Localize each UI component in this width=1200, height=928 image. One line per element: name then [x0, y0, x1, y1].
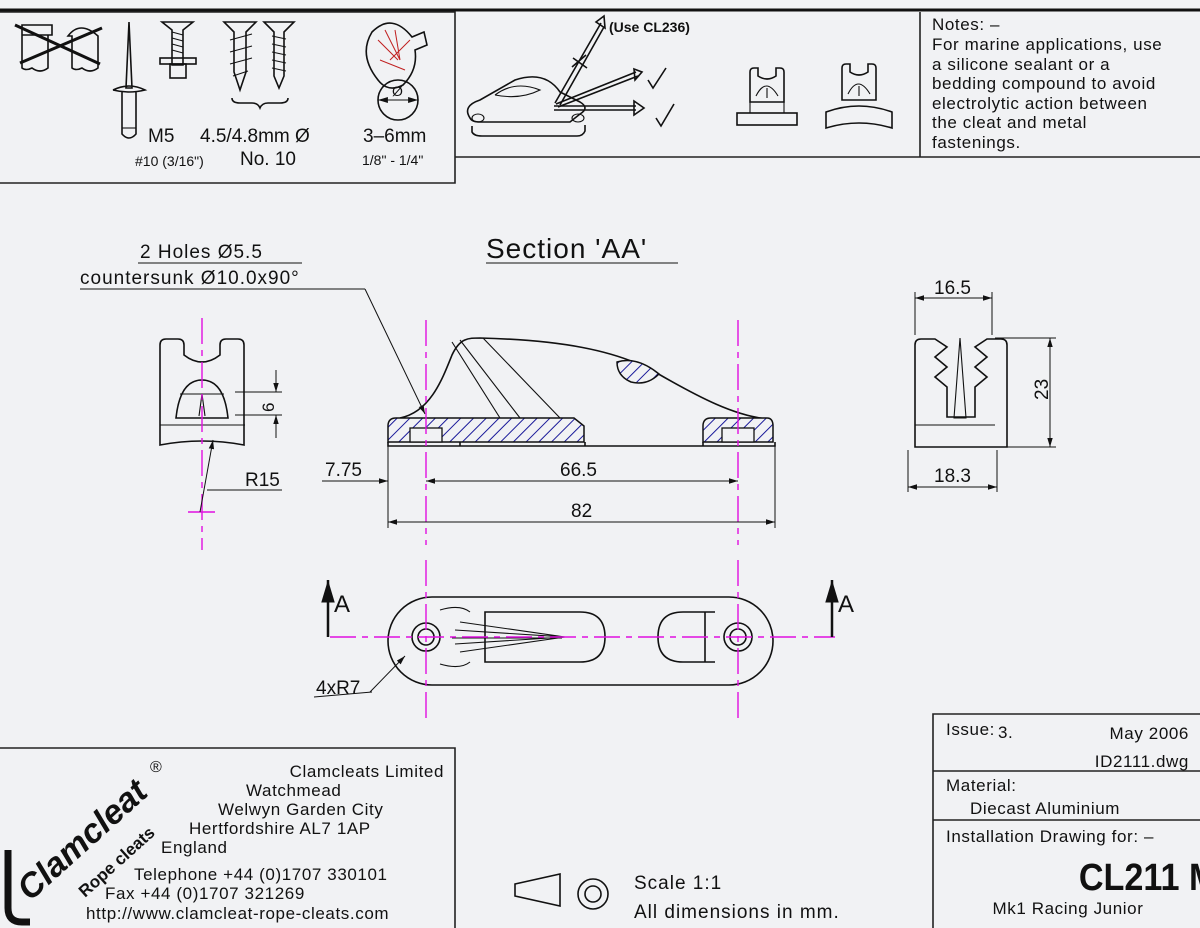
address-line: Welwyn Garden City [218, 800, 383, 819]
notes-heading: Notes: – [932, 15, 1000, 34]
load-direction-arrows-icon [554, 14, 675, 128]
projection-symbol-icon [514, 873, 561, 907]
countersunk-label: countersunk Ø10.0x90° [80, 268, 300, 289]
section-marker-right: A [838, 591, 854, 618]
section-view: 7.75 66.5 82 [322, 320, 776, 545]
screw-size: 4.5/4.8mm Ø [200, 126, 310, 147]
material-label: Material: [946, 776, 1017, 795]
rivet-icon [112, 21, 148, 139]
issue-value: 3. [998, 723, 1013, 742]
material-value: Diecast Aluminium [970, 799, 1120, 818]
dim-height: 23 [1032, 379, 1053, 400]
dim-left-offset: 7.75 [325, 460, 362, 481]
rope-diameter-icon: Ø [365, 22, 428, 121]
section-marker-left: A [334, 591, 350, 618]
holes-leader [364, 288, 426, 415]
address-line: England [161, 838, 228, 857]
end-view-right: 16.5 23 18.3 [907, 278, 1056, 492]
wood-screws-icon [222, 21, 296, 111]
notes-panel: Notes: – For marine applications, use a … [932, 15, 1162, 152]
dim-corner-radius: 4xR7 [316, 678, 360, 699]
holes-label: 2 Holes Ø5.5 [140, 242, 263, 263]
rope-size: 3–6mm [363, 126, 426, 147]
dim-top-width: 16.5 [934, 278, 971, 299]
title-block: Issue: 3. May 2006 ID2111.dwg Material: … [932, 713, 1200, 928]
notes-line: the cleat and metal [932, 113, 1087, 132]
product-code: CL211 Mk1 [1079, 855, 1200, 898]
fax: Fax +44 (0)1707 321269 [105, 884, 305, 903]
rope-diameter-symbol: Ø [392, 83, 403, 99]
drawing-for-label: Installation Drawing for: – [946, 827, 1154, 846]
rope-imperial-size: 1/8" - 1/4" [362, 152, 423, 168]
section-title: Section 'AA' [486, 233, 647, 264]
scale-block: Scale 1:1 All dimensions in mm. [514, 873, 840, 923]
dim-overall-length: 82 [571, 501, 592, 522]
dim-feature-height: 6 [259, 402, 278, 412]
scale-label: Scale 1:1 [634, 873, 722, 894]
dim-base-width: 18.3 [934, 466, 971, 487]
rivet-imperial-size: #10 (3/16") [135, 153, 204, 169]
notes-line: bedding compound to avoid [932, 74, 1156, 93]
cleat-perspective-icon [466, 76, 586, 137]
notes-line: For marine applications, use [932, 35, 1162, 54]
drawing-filename: ID2111.dwg [1095, 752, 1189, 771]
telephone: Telephone +44 (0)1707 330101 [134, 865, 388, 884]
product-name: Mk1 Racing Junior [993, 899, 1144, 918]
company-name: Clamcleats Limited [290, 762, 444, 781]
crossed-out-screws-icon [14, 23, 103, 72]
cleat-curved-mount-icon [825, 63, 893, 130]
screw-number: No. 10 [240, 149, 296, 170]
use-cl236-label: (Use CL236) [609, 19, 690, 35]
notes-line: a silicone sealant or a [932, 55, 1110, 74]
issue-label: Issue: [946, 720, 995, 739]
address-line: Hertfordshire AL7 1AP [189, 819, 371, 838]
notes-line: electrolytic action between [932, 94, 1148, 113]
dim-radius: R15 [245, 470, 280, 491]
plan-view: A A 4xR7 [313, 560, 854, 720]
website-link[interactable]: http://www.clamcleat-rope-cleats.com [86, 904, 389, 923]
usage-panel: (Use CL236) [455, 12, 1200, 158]
units-label: All dimensions in mm. [634, 902, 840, 923]
issue-date: May 2006 [1110, 724, 1189, 743]
address-line: Watchmead [246, 781, 341, 800]
end-view-left: 6 R15 [159, 318, 282, 550]
cleat-flat-mount-icon [736, 67, 798, 126]
company-block: Clamcleat Rope cleats ® Clamcleats Limit… [0, 747, 456, 928]
notes-line: fastenings. [932, 133, 1021, 152]
fasteners-panel: Ø M5 #10 (3/16") 4.5/4.8mm Ø No. 10 3–6m… [0, 11, 456, 184]
registered-mark: ® [150, 759, 162, 776]
rivet-size: M5 [148, 126, 174, 147]
machine-screw-nut-icon [159, 21, 197, 79]
dim-hole-spacing: 66.5 [560, 460, 597, 481]
